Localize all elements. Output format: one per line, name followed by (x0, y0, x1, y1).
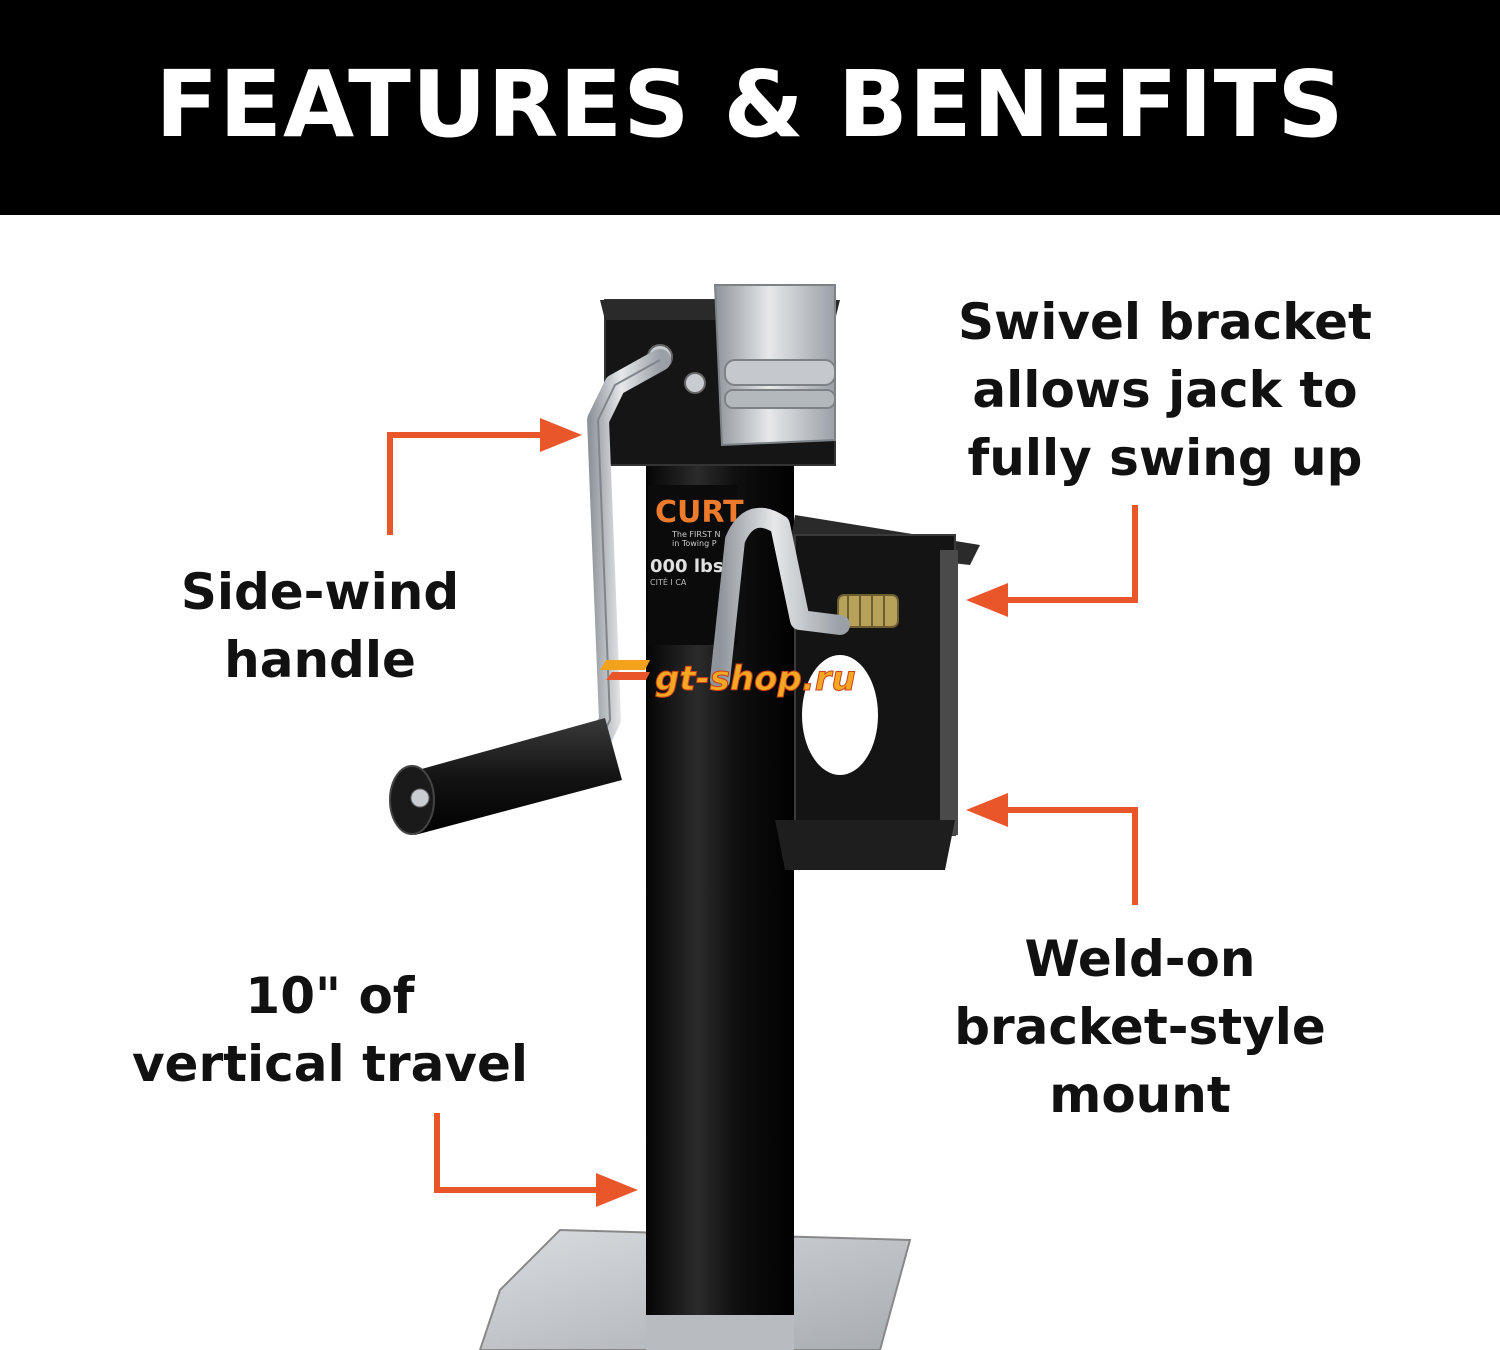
top-housing (600, 284, 840, 466)
arrow-swivel (966, 505, 1138, 617)
callout-swivel-bracket: Swivel bracket allows jack to fully swin… (940, 288, 1390, 492)
brand-tagline-1: The FIRST N (671, 530, 720, 539)
callout-vertical-travel: 10" of vertical travel (110, 962, 550, 1098)
header-banner: FEATURES & BENEFITS (0, 0, 1500, 215)
arrow-weld (966, 793, 1138, 905)
swivel-bracket (710, 507, 980, 870)
callout-side-wind-handle: Side-wind handle (150, 558, 490, 694)
side-wind-handle (389, 349, 671, 835)
watermark: gt-shop.ru (600, 659, 856, 700)
callout-line: bracket-style (954, 998, 1326, 1056)
callout-line: allows jack to (972, 361, 1358, 419)
brand-tagline-2: in Towing P (672, 539, 717, 548)
capacity-label: 000 lbs. (650, 556, 730, 577)
spring-pin (837, 594, 899, 628)
callout-line: Weld-on (1024, 930, 1256, 988)
callout-line: Swivel bracket (958, 293, 1372, 351)
capacity-sub-label: CITÉ I CA (650, 576, 687, 587)
arrow-travel (434, 1113, 638, 1207)
callout-weld-on-mount: Weld-on bracket-style mount (930, 925, 1350, 1129)
arrow-handle (387, 418, 582, 535)
callout-line: fully swing up (967, 429, 1363, 487)
watermark-text: gt-shop.ru (655, 659, 856, 699)
jack-tube (646, 440, 794, 1350)
callout-line: 10" of (245, 967, 415, 1025)
callout-line: Side-wind (180, 563, 460, 621)
callout-line: handle (224, 631, 416, 689)
page-title: FEATURES & BENEFITS (155, 51, 1345, 158)
callout-line: mount (1049, 1066, 1231, 1124)
brand-logo-text: CURT (655, 495, 744, 530)
callout-line: vertical travel (131, 1035, 529, 1093)
